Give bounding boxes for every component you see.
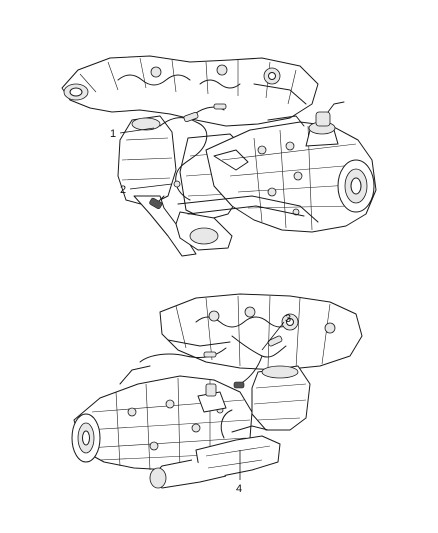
callout-3: 3	[261, 313, 291, 351]
lower-view: 3 4	[71, 293, 363, 495]
transmission-lower	[71, 365, 253, 471]
callout-2: 2	[120, 183, 173, 196]
oxygen-sensor-harness-lower	[139, 335, 287, 389]
callout-4: 4	[236, 450, 242, 495]
oxygen-sensor-harness-upper	[149, 103, 227, 210]
exhaust-y-pipe-lower	[149, 409, 281, 489]
crossmember-upper	[177, 195, 319, 223]
transmission-upper	[205, 101, 377, 233]
catalytic-converter-left	[117, 115, 197, 257]
callout-label-2: 2	[120, 184, 126, 196]
callout-label-4: 4	[236, 483, 242, 495]
callout-label-1: 1	[110, 128, 116, 140]
upper-view: 1 2	[61, 55, 377, 257]
catalytic-converter-lower-right	[251, 365, 311, 431]
callout-label-3: 3	[285, 313, 291, 325]
callout-1: 1	[110, 127, 155, 140]
exhaust-manifold-upper	[61, 55, 319, 127]
exhaust-manifold-lower	[159, 293, 363, 371]
